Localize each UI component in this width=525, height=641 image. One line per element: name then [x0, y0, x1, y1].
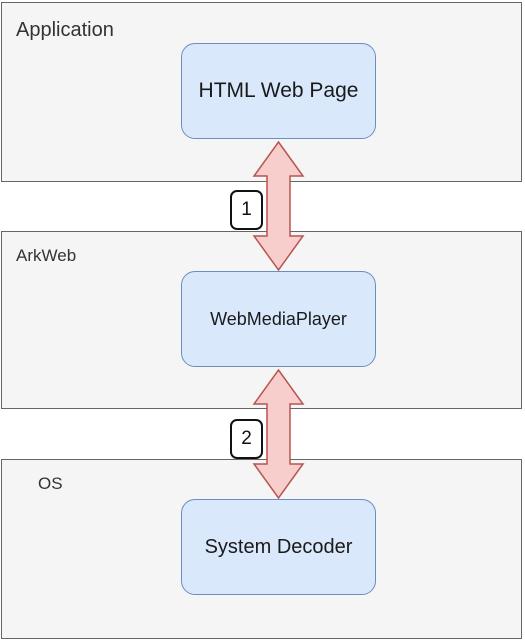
application-layer-label: Application	[16, 19, 114, 41]
arkweb-layer-label: ArkWeb	[16, 246, 77, 265]
step-badge-2: 2	[230, 419, 263, 459]
html-web-page-box: HTML Web Page	[181, 43, 376, 139]
system-decoder-box: System Decoder	[181, 499, 376, 595]
webmediaplayer-box: WebMediaPlayer	[181, 271, 376, 367]
step-badge-1: 1	[230, 190, 263, 230]
os-layer-label: OS	[38, 474, 63, 493]
